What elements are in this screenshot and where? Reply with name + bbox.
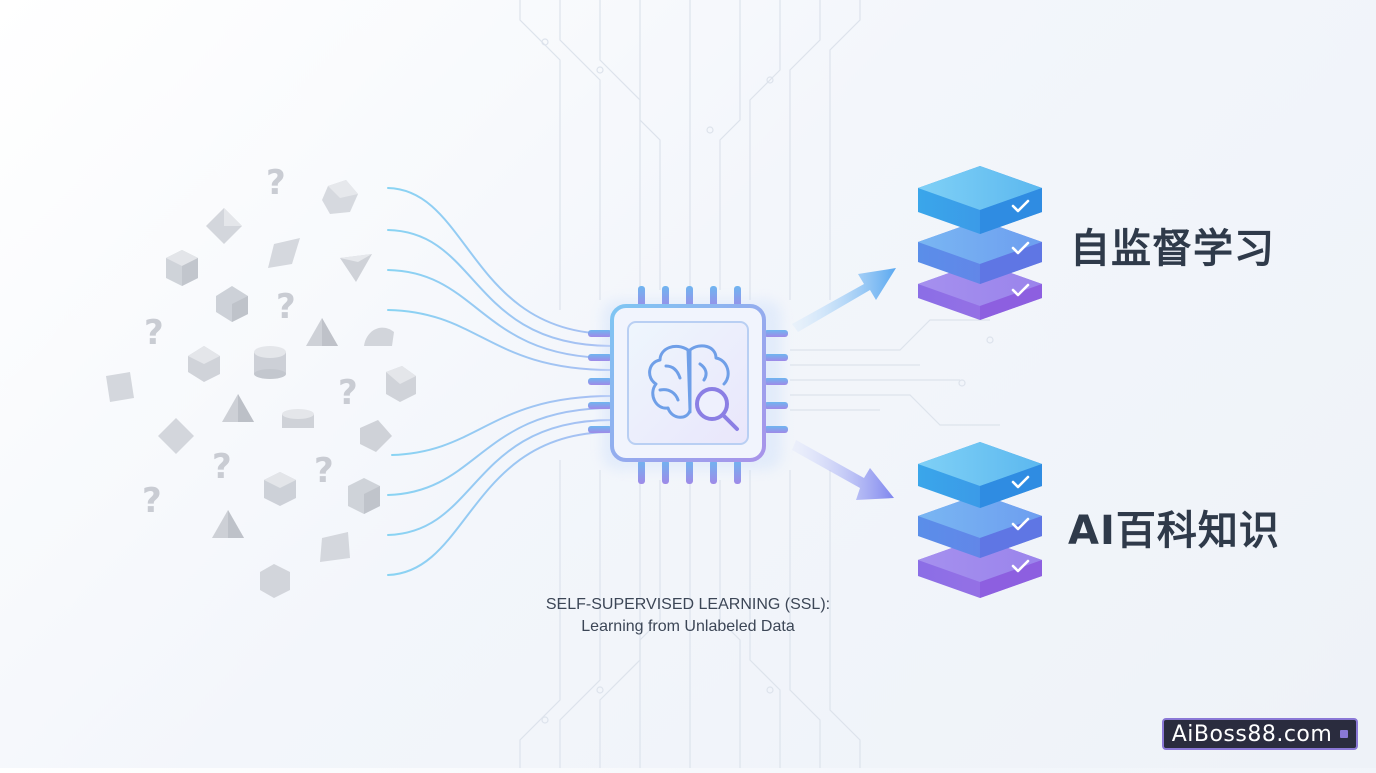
check-icon: [1011, 199, 1030, 297]
cube-icon: [188, 346, 220, 382]
hexagon-icon: [322, 180, 358, 214]
arrow-icon: [792, 268, 896, 332]
cylinder-icon: [254, 346, 286, 379]
pyramid-icon: [340, 254, 372, 282]
check-icon: [1011, 475, 1030, 573]
magnifier-icon: [695, 387, 739, 431]
circuit-traces: [519, 0, 1000, 768]
question-mark-icon: ?: [144, 313, 164, 353]
question-mark-icon: ?: [266, 163, 286, 203]
output-label-ai-encyclopedia: AI百科知识: [1068, 508, 1280, 554]
question-mark-icon: ?: [142, 481, 162, 521]
cube-icon: [360, 420, 392, 452]
watermark-badge: AiBoss88.com: [1162, 718, 1358, 750]
pyramid-icon: [306, 318, 338, 346]
question-marks: ? ? ? ? ? ? ?: [142, 163, 358, 521]
caption-title: SELF-SUPERVISED LEARNING (SSL):: [545, 596, 831, 613]
database-stack-icon: [918, 442, 1042, 598]
prism-icon: [268, 238, 300, 268]
caption-subtitle: Learning from Unlabeled Data: [581, 618, 795, 635]
stack-slab: [918, 494, 1042, 558]
pyramid-icon: [222, 394, 254, 422]
watermark-text: AiBoss88.com: [1171, 721, 1333, 747]
hexagon-icon: [386, 366, 416, 402]
square-icon: [1340, 730, 1349, 738]
pyramid-icon: [212, 510, 244, 538]
hexagon-icon: [260, 564, 290, 598]
chip-icon: [588, 286, 788, 484]
output-label-self-supervised: 自监督学习: [1070, 226, 1275, 272]
prism-icon: [320, 532, 350, 562]
cylinder-icon: [282, 409, 314, 428]
database-stack-icon: [918, 166, 1042, 320]
question-mark-icon: ?: [314, 451, 334, 491]
brain-icon: [648, 344, 730, 419]
stack-slab: [918, 220, 1042, 284]
stack-slab: [918, 166, 1042, 234]
unlabeled-data-shapes: [106, 180, 416, 598]
cube-icon: [166, 250, 198, 286]
stack-slab: [918, 538, 1042, 598]
cube-icon: [264, 472, 296, 506]
diagram-caption: SELF-SUPERVISED LEARNING (SSL): Learning…: [488, 594, 888, 638]
wedge-icon: [364, 327, 394, 346]
diamond-icon: [206, 208, 242, 244]
data-flow-lines: [387, 187, 613, 576]
question-mark-icon: ?: [212, 447, 232, 487]
question-mark-icon: ?: [276, 287, 296, 327]
cube-icon: [216, 286, 248, 322]
diamond-icon: [158, 418, 194, 454]
stack-slab: [918, 442, 1042, 508]
arrow-icon: [792, 440, 894, 500]
cube-icon: [106, 372, 134, 402]
cube-icon: [348, 478, 380, 514]
question-mark-icon: ?: [338, 373, 358, 413]
